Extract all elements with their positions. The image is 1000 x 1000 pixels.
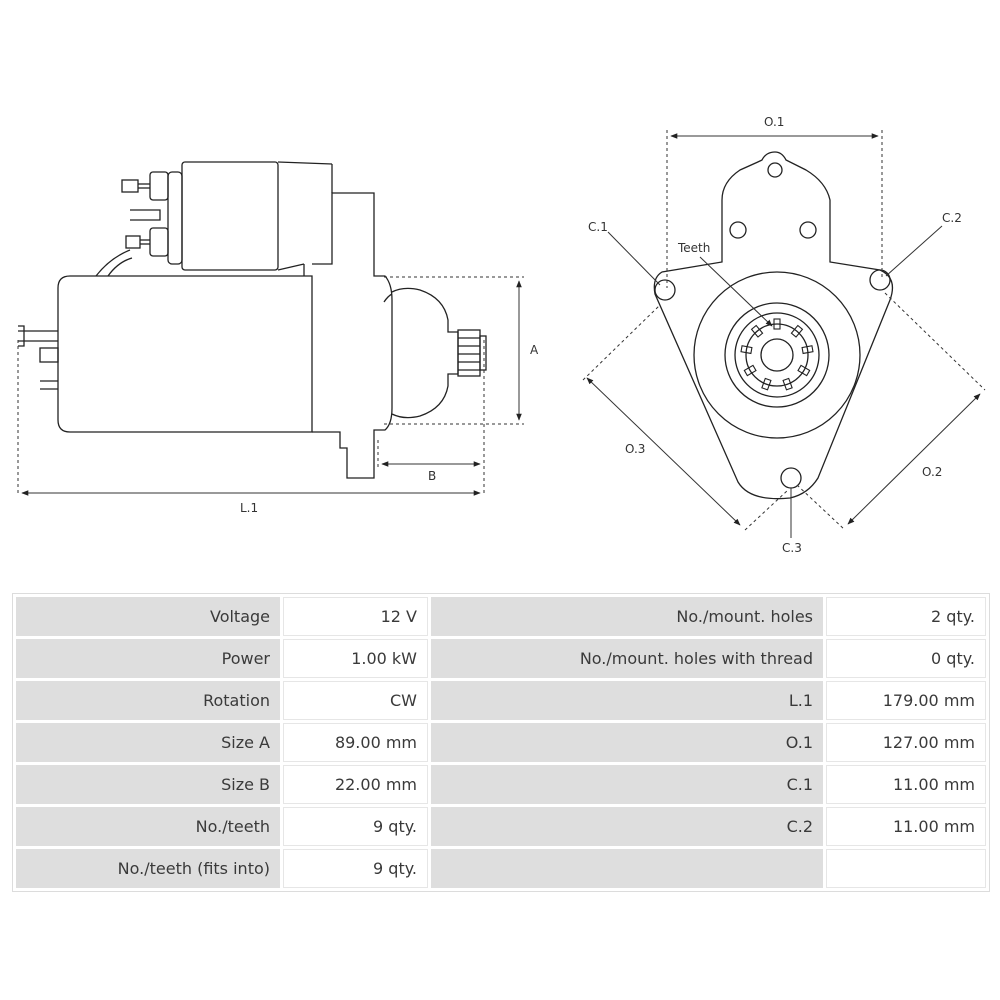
spec-label-c1: C.1: [431, 765, 823, 804]
spec-value-o1: 127.00 mm: [826, 723, 986, 762]
dim-label-c3: C.3: [782, 541, 802, 555]
spec-row: Rotation CW L.1 179.00 mm: [16, 681, 986, 720]
spec-row: Size B 22.00 mm C.1 11.00 mm: [16, 765, 986, 804]
spec-row: No./teeth 9 qty. C.2 11.00 mm: [16, 807, 986, 846]
specification-table: Voltage 12 V No./mount. holes 2 qty. Pow…: [12, 593, 990, 892]
dim-label-teeth: Teeth: [677, 241, 710, 255]
dim-label-o1: O.1: [764, 115, 784, 129]
spec-value-size-a: 89.00 mm: [283, 723, 428, 762]
spec-label-c2: C.2: [431, 807, 823, 846]
spec-value-mount-holes: 2 qty.: [826, 597, 986, 636]
spec-value-c2: 11.00 mm: [826, 807, 986, 846]
dim-label-l1: L.1: [240, 501, 258, 515]
side-view-dimensions: [17, 276, 524, 496]
spec-value-voltage: 12 V: [283, 597, 428, 636]
spec-label-o1: O.1: [431, 723, 823, 762]
pinion-teeth: [740, 318, 814, 391]
spec-row: Size A 89.00 mm O.1 127.00 mm: [16, 723, 986, 762]
dim-label-c2: C.2: [942, 211, 962, 225]
spec-label-teeth: No./teeth: [16, 807, 280, 846]
spec-label-l1: L.1: [431, 681, 823, 720]
spec-value-empty: [826, 849, 986, 888]
spec-label-size-b: Size B: [16, 765, 280, 804]
starter-front-view: [653, 151, 894, 500]
spec-label-size-a: Size A: [16, 723, 280, 762]
dim-label-c1: C.1: [588, 220, 608, 234]
starter-technical-drawing: A B L.1: [17, 115, 986, 555]
spec-row: Voltage 12 V No./mount. holes 2 qty.: [16, 597, 986, 636]
spec-row: No./teeth (fits into) 9 qty.: [16, 849, 986, 888]
spec-label-empty: [431, 849, 823, 888]
spec-value-teeth-fits-into: 9 qty.: [283, 849, 428, 888]
spec-label-rotation: Rotation: [16, 681, 280, 720]
dim-label-o2: O.2: [922, 465, 942, 479]
spec-value-l1: 179.00 mm: [826, 681, 986, 720]
spec-value-mount-holes-thread: 0 qty.: [826, 639, 986, 678]
spec-label-voltage: Voltage: [16, 597, 280, 636]
dim-label-o3: O.3: [625, 442, 645, 456]
starter-side-view: [18, 161, 487, 479]
spec-value-size-b: 22.00 mm: [283, 765, 428, 804]
dim-label-b: B: [428, 469, 436, 483]
spec-value-power: 1.00 kW: [283, 639, 428, 678]
spec-label-mount-holes: No./mount. holes: [431, 597, 823, 636]
spec-label-mount-holes-thread: No./mount. holes with thread: [431, 639, 823, 678]
spec-value-c1: 11.00 mm: [826, 765, 986, 804]
spec-value-rotation: CW: [283, 681, 428, 720]
front-view-dimensions: [582, 130, 986, 538]
spec-value-teeth: 9 qty.: [283, 807, 428, 846]
spec-label-power: Power: [16, 639, 280, 678]
spec-label-teeth-fits-into: No./teeth (fits into): [16, 849, 280, 888]
spec-row: Power 1.00 kW No./mount. holes with thre…: [16, 639, 986, 678]
dim-label-a: A: [530, 343, 539, 357]
